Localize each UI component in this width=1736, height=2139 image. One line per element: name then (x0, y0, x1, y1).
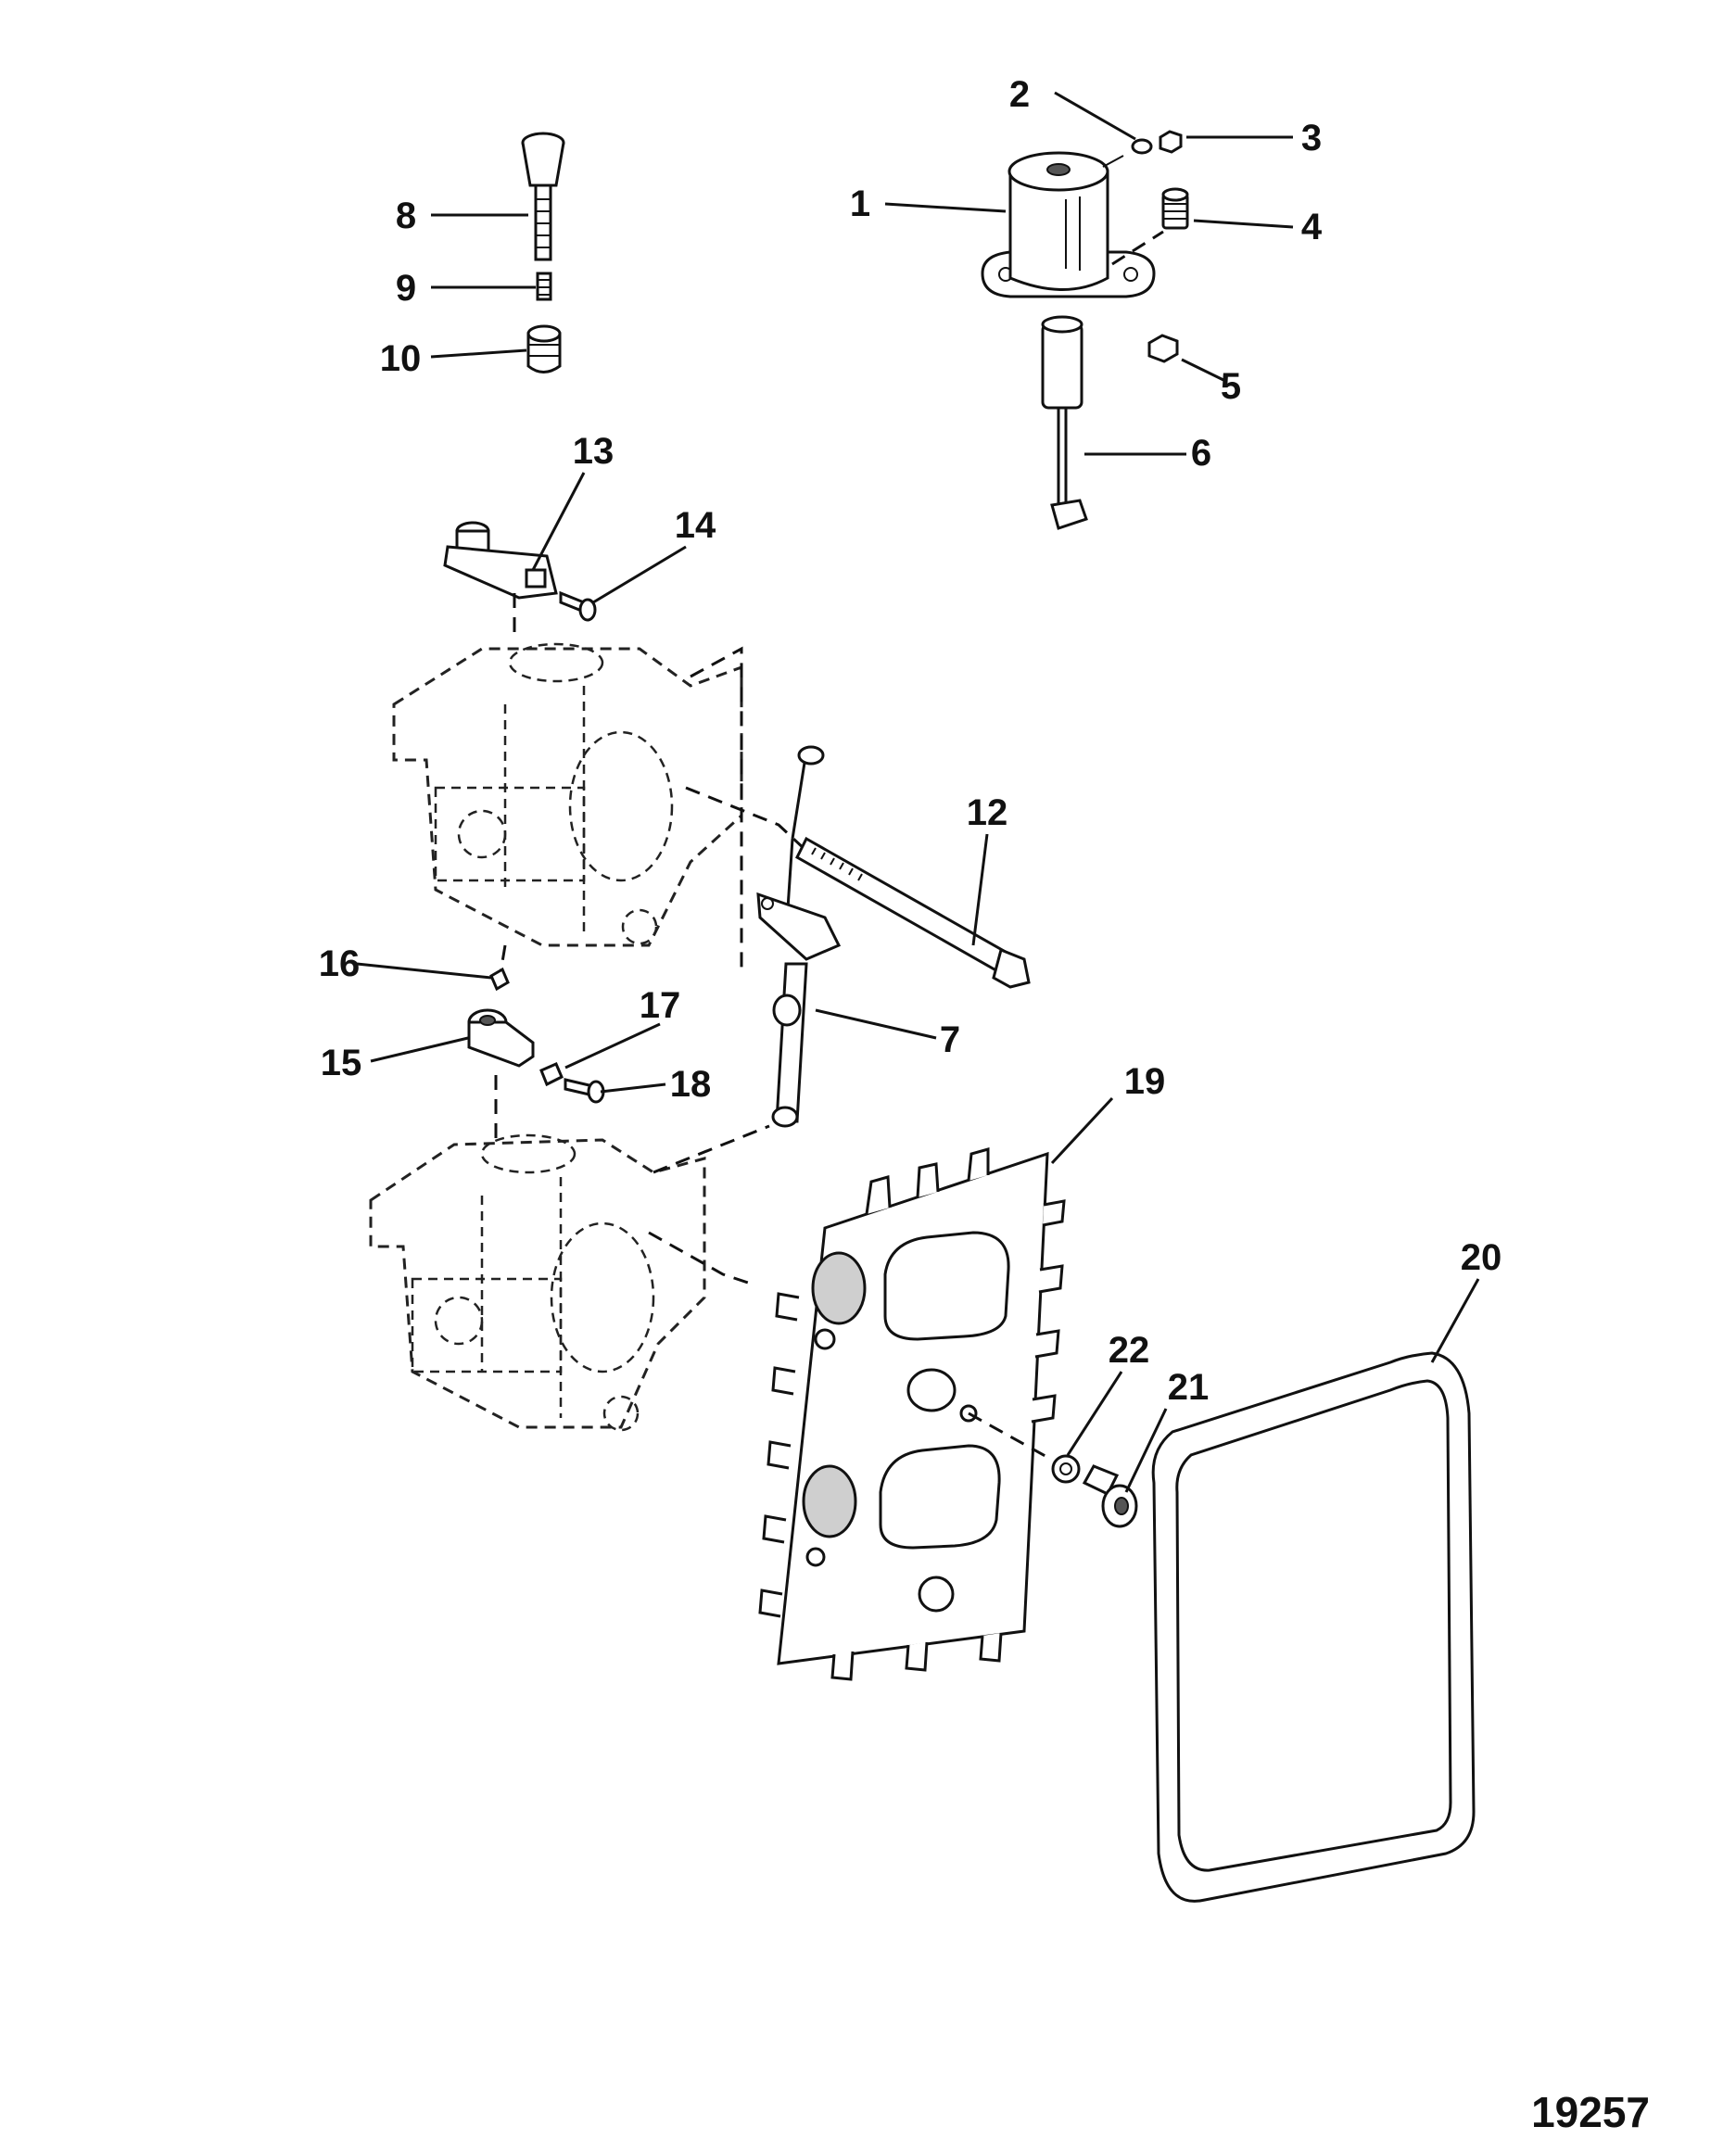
callout-15: 15 (321, 1043, 362, 1083)
callout-17: 17 (640, 985, 681, 1026)
callout-14: 14 (675, 505, 716, 546)
washer-22-part (1051, 1454, 1081, 1484)
gasket-16-part (489, 967, 510, 992)
leader-lines (356, 91, 1480, 1493)
figure-number: 19257 (1531, 2088, 1650, 2136)
bolt-part (1161, 187, 1189, 230)
callout-13: 13 (573, 431, 615, 472)
valve-stem-part (521, 132, 565, 261)
callout-8: 8 (396, 196, 416, 236)
screw-18-part (564, 1078, 605, 1104)
throttle-link-part (756, 892, 842, 1128)
throttle-lever-part (443, 521, 558, 600)
gasket-20-part (1151, 1351, 1476, 1903)
callout-1: 1 (850, 184, 870, 224)
callout-16: 16 (319, 943, 361, 984)
callout-2: 2 (1009, 74, 1030, 115)
callout-10: 10 (380, 338, 422, 379)
callout-4: 4 (1301, 207, 1323, 247)
callout-18: 18 (670, 1064, 712, 1105)
callout-19: 19 (1124, 1061, 1166, 1102)
lockwasher-part (1131, 138, 1153, 155)
screw-12-part (795, 836, 1031, 989)
terminal-nut-part (1159, 130, 1183, 154)
callout-6: 6 (1191, 433, 1211, 474)
callout-3: 3 (1301, 118, 1322, 158)
lever-15-part (467, 1008, 535, 1068)
seat-part (526, 324, 562, 373)
callout-20: 20 (1461, 1237, 1502, 1278)
spring-part (536, 272, 552, 301)
lower-carburetor (369, 1133, 706, 1432)
link-rod-part (786, 745, 825, 909)
solenoid-part (981, 151, 1156, 298)
callout-21: 21 (1168, 1367, 1210, 1408)
upper-carburetor (392, 642, 743, 947)
plunger-part (1041, 315, 1088, 530)
screw-21-part (1082, 1464, 1138, 1528)
callout-7: 7 (940, 1019, 960, 1060)
callout-9: 9 (396, 268, 416, 309)
mount-nut-part (1147, 334, 1179, 363)
lever-screw-part (559, 590, 597, 622)
callout-5: 5 (1221, 366, 1241, 407)
washer-17-part (539, 1062, 564, 1087)
callout-labels: 1 2 3 4 5 6 7 8 9 10 12 13 14 15 16 17 1… (319, 74, 1502, 1408)
adapter-plate-part (758, 1147, 1066, 1681)
callout-22: 22 (1109, 1330, 1150, 1371)
callout-12: 12 (967, 792, 1008, 833)
